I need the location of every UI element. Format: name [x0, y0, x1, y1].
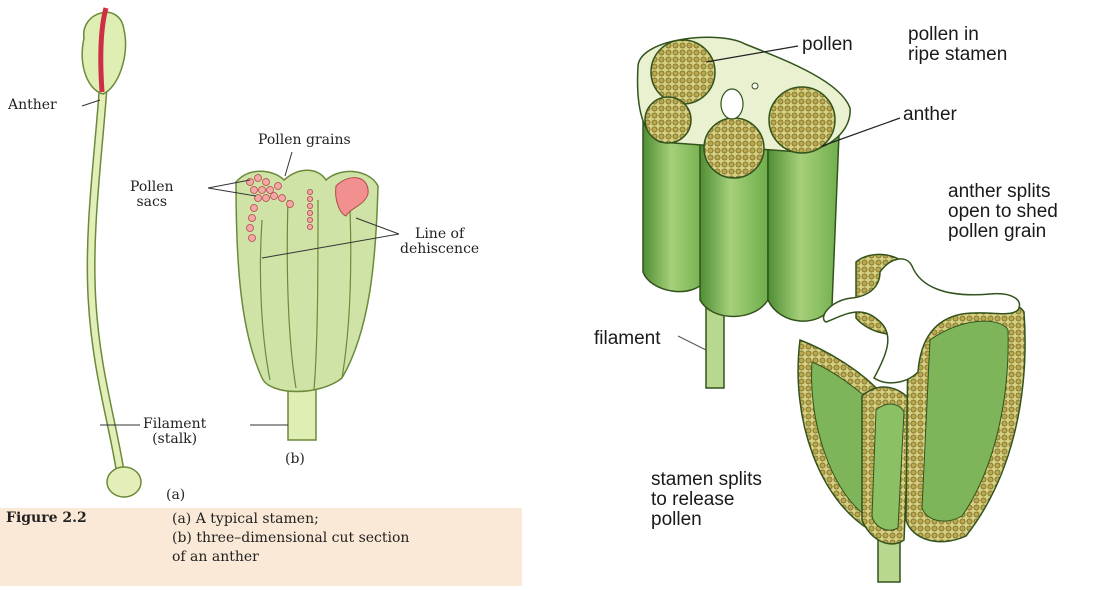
stamen-a-drawing	[82, 8, 141, 497]
caption-text: (a) A typical stamen; (b) three–dimensio…	[172, 510, 409, 567]
pollen-mass-1	[651, 40, 715, 104]
caption-figure-number: Figure 2.2	[6, 510, 87, 526]
label-anther-splits: anther splits open to shed pollen grain	[948, 182, 1058, 242]
label-pollen-sacs: Pollen sacs	[130, 180, 174, 210]
label-filament-right: filament	[594, 329, 661, 349]
pollen-mass-4	[769, 87, 835, 153]
label-panel-a: (a)	[166, 488, 185, 503]
label-anther-a: Anther	[8, 98, 57, 113]
label-stamen-splits: stamen splits to release pollen	[651, 470, 762, 530]
anther-leader	[82, 100, 100, 106]
pollen-mass-2	[645, 97, 691, 143]
ripe-stamen-drawing	[638, 37, 900, 388]
pollen-mass-3	[704, 118, 764, 178]
label-pollen: pollen	[802, 35, 853, 55]
label-pollen-in-ripe-stamen: pollen in ripe stamen	[908, 25, 1007, 65]
label-panel-b: (b)	[285, 452, 305, 467]
label-filament-stalk: Filament (stalk)	[143, 417, 206, 447]
label-line-of-dehiscence: Line of dehiscence	[400, 227, 479, 257]
label-anther-right: anther	[903, 105, 957, 125]
stamen-a-base	[107, 467, 141, 497]
label-pollen-grains: Pollen grains	[258, 133, 351, 148]
